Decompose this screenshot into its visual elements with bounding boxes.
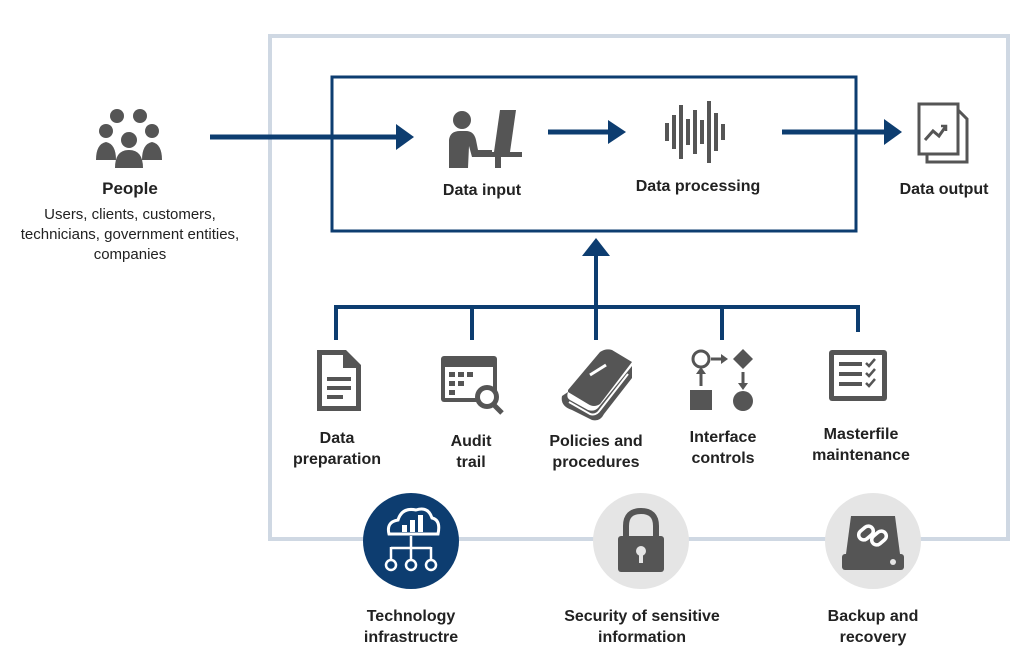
people-icon [96,109,162,168]
foundation-label-technology: Technology infrastructre [341,606,481,648]
control-label-line: controls [691,450,755,467]
interface-controls-icon [690,349,753,411]
foundation-label-line: Backup and [827,608,919,625]
people-title: People [102,179,158,198]
foundation-label-line: information [598,629,686,646]
people-description: Users, clients, customers, technicians, … [0,205,260,265]
control-label-line: Audit [450,433,492,450]
arrow-processing-to-output [782,119,902,145]
foundation-label-line: Security of sensitive [564,608,720,625]
control-label-line: Data [319,430,355,447]
control-label-line: maintenance [812,447,910,464]
control-label-masterfile: Masterfile maintenance [796,424,926,466]
data-output-icon [917,102,969,164]
control-label-line: preparation [292,451,381,468]
control-label-line: Masterfile [823,426,899,443]
control-label-line: Interface [689,429,757,446]
checklist-icon [829,350,887,401]
data-input-icon [449,110,522,168]
control-label-interface-controls: Interface controls [668,427,778,469]
book-icon [561,349,632,421]
arrow-input-to-processing [548,120,626,144]
document-icon [317,350,361,411]
control-label-audit-trail: Audit trail [421,431,521,473]
foundation-label-security: Security of sensitive information [542,606,742,648]
control-label-line: trail [456,454,486,471]
foundation-label-backup: Backup and recovery [803,606,943,648]
control-label-data-preparation: Data preparation [272,428,402,470]
control-label-policies: Policies and procedures [526,431,666,473]
data-output-label: Data output [899,181,989,198]
process-box [330,75,858,233]
control-label-line: Policies and [549,433,643,450]
hard-drive-link-icon [825,493,921,589]
cloud-network-icon [363,493,459,589]
control-label-line: procedures [552,454,640,471]
data-input-label: Data input [442,182,522,199]
controls-connector [334,238,860,340]
data-processing-label: Data processing [635,178,761,195]
arrow-people-to-input [210,124,414,150]
foundation-label-line: Technology [366,608,456,625]
foundation-label-line: recovery [839,629,907,646]
people-description-line: companies [93,246,167,263]
audit-trail-icon [441,356,504,415]
people-description-line: Users, clients, customers, [44,206,216,223]
data-processing-icon [665,101,725,163]
foundation-label-line: infrastructre [363,629,459,646]
people-description-line: technicians, government entities, [20,226,240,243]
padlock-icon [593,493,689,589]
